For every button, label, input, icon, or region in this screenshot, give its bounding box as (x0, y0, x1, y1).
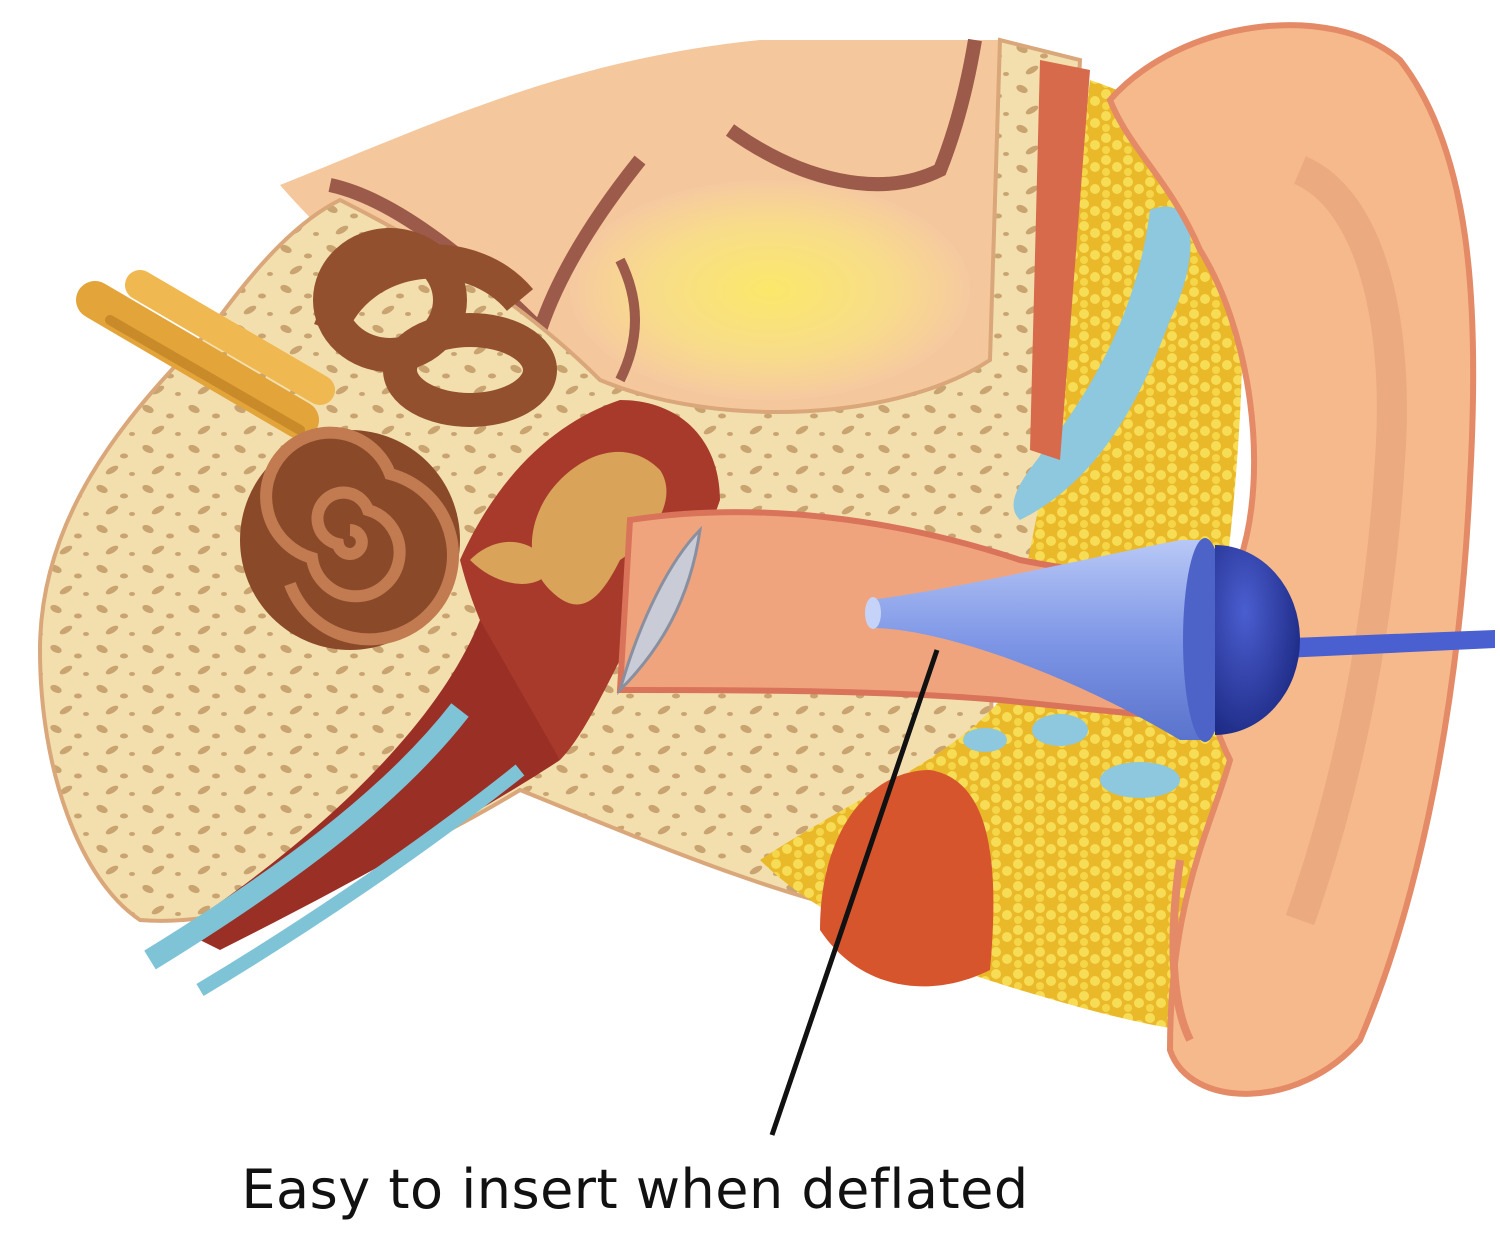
jaw-muscle (1030, 60, 1090, 460)
cochlea (240, 426, 460, 650)
leader-line (769, 649, 940, 1136)
pinna (1106, 22, 1477, 1097)
muscle (820, 770, 994, 987)
caption: Easy to insert when deflated (241, 1158, 1029, 1221)
ear-probe (865, 538, 1495, 742)
semicircular-canals (313, 228, 557, 427)
eustachian-tube (144, 620, 560, 997)
middle-ear (460, 400, 720, 760)
auditory-nerve (76, 270, 335, 439)
eardrum (616, 525, 703, 696)
